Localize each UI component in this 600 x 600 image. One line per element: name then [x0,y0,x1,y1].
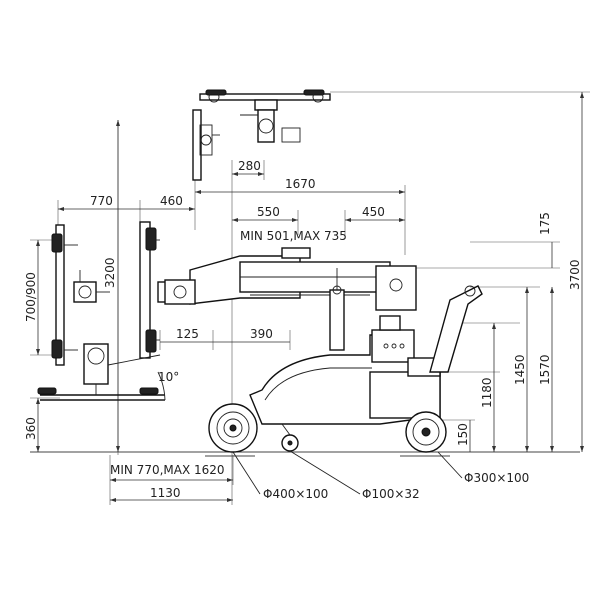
rear-wheel [405,411,447,453]
wheel-leader-lines [232,450,463,495]
lower-tilted-head [37,343,165,401]
dim-3700: 3700 [568,259,582,290]
dim-770: 770 [90,194,113,208]
dim-125: 125 [176,327,199,341]
dim-1130: 1130 [150,486,181,500]
ground-line [30,451,580,457]
label-rear-wheel: Φ300×100 [464,471,529,485]
dim-angle: 10° [158,370,179,384]
dim-1450: 1450 [513,354,527,385]
tiller-handle [429,285,483,373]
front-wheel [208,403,258,453]
dim-3200: 3200 [103,257,117,288]
boom-head-mount [164,279,196,305]
chassis [249,315,441,425]
arrowheads [36,92,584,502]
angle-indicator [100,371,166,401]
top-vacuum-head [199,89,331,143]
dim-min-max-1620: MIN 770,MAX 1620 [110,463,225,477]
horizontal-extension-lines [30,91,590,421]
label-castor-wheel: Φ100×32 [362,487,420,501]
dim-1570: 1570 [538,354,552,385]
upper-tilted-head [192,109,220,181]
dim-1670: 1670 [285,177,316,191]
lift-cylinder [329,268,345,351]
castor-wheel [281,423,299,452]
dim-175: 175 [538,212,552,235]
dim-280: 280 [238,159,261,173]
dim-450: 450 [362,205,385,219]
dim-150: 150 [456,423,470,446]
dim-1180: 1180 [480,377,494,408]
dimension-lines [37,92,583,501]
telescopic-boom [189,247,417,311]
label-front-wheel: Φ400×100 [263,487,328,501]
dim-550: 550 [257,205,280,219]
dim-700-900: 700/900 [24,272,38,322]
left-vacuum-frame [51,224,110,366]
dim-460: 460 [160,194,183,208]
dim-min-max-735: MIN 501,MAX 735 [240,229,347,243]
dim-390: 390 [250,327,273,341]
dim-360: 360 [24,417,38,440]
